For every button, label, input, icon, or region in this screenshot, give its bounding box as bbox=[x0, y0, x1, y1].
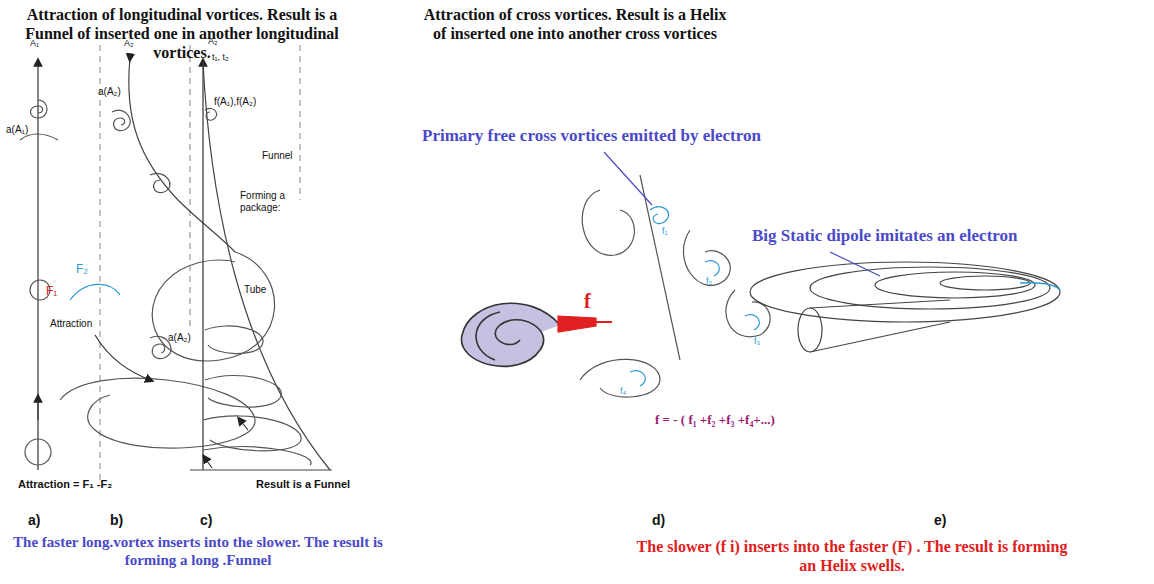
force-label: f₂ bbox=[706, 276, 712, 287]
callout-text: Big Static dipole imitates an electron bbox=[752, 226, 1018, 246]
panel-heading: Attraction of cross vortices. Result is … bbox=[415, 6, 735, 44]
panel-letter: e) bbox=[934, 512, 946, 529]
vortex-label: a(A₂) bbox=[168, 332, 191, 344]
panel-letter: c) bbox=[200, 512, 212, 529]
vortex-label: a(A₂) bbox=[98, 86, 121, 98]
force-label: F₁ bbox=[46, 284, 57, 298]
panel-letter: b) bbox=[110, 512, 123, 529]
part-name: Funnel bbox=[262, 150, 293, 162]
axis-label: A₂ bbox=[208, 36, 218, 47]
panel-letter: a) bbox=[28, 512, 40, 529]
force-label: f₁ bbox=[662, 226, 668, 237]
part-name: Tube bbox=[244, 284, 266, 296]
note: Forming a package: bbox=[240, 190, 310, 214]
formula: f = - ( f₁ +f₂ +f₃ +f₄+...) bbox=[655, 412, 775, 427]
note: Result is a Funnel bbox=[256, 478, 350, 491]
formula: Attraction = F₁ -F₂ bbox=[18, 478, 112, 491]
panel-heading: Attraction of longitudinal vortices. Res… bbox=[22, 6, 342, 63]
axis-label: A₂ bbox=[124, 38, 134, 49]
panel-letter: d) bbox=[652, 512, 665, 529]
axis-label: t₁, t₂ bbox=[212, 52, 229, 63]
part-name: Attraction bbox=[50, 318, 92, 330]
force-label: f bbox=[584, 290, 591, 314]
force-label: f₃ bbox=[754, 336, 760, 347]
callout-text: Primary free cross vortices emitted by e… bbox=[422, 126, 761, 146]
axis-label: A₁ bbox=[30, 38, 39, 49]
vortex-label: a(A₁) bbox=[6, 124, 28, 136]
caption-note: The slower (f i) inserts into the faster… bbox=[636, 538, 1068, 576]
force-label: f₄ bbox=[620, 386, 626, 397]
vortex-label: f(A₁),f(A₂) bbox=[214, 96, 256, 108]
caption-note: The faster long.vortex inserts into the … bbox=[2, 534, 394, 569]
force-label: F₂ bbox=[76, 262, 88, 276]
